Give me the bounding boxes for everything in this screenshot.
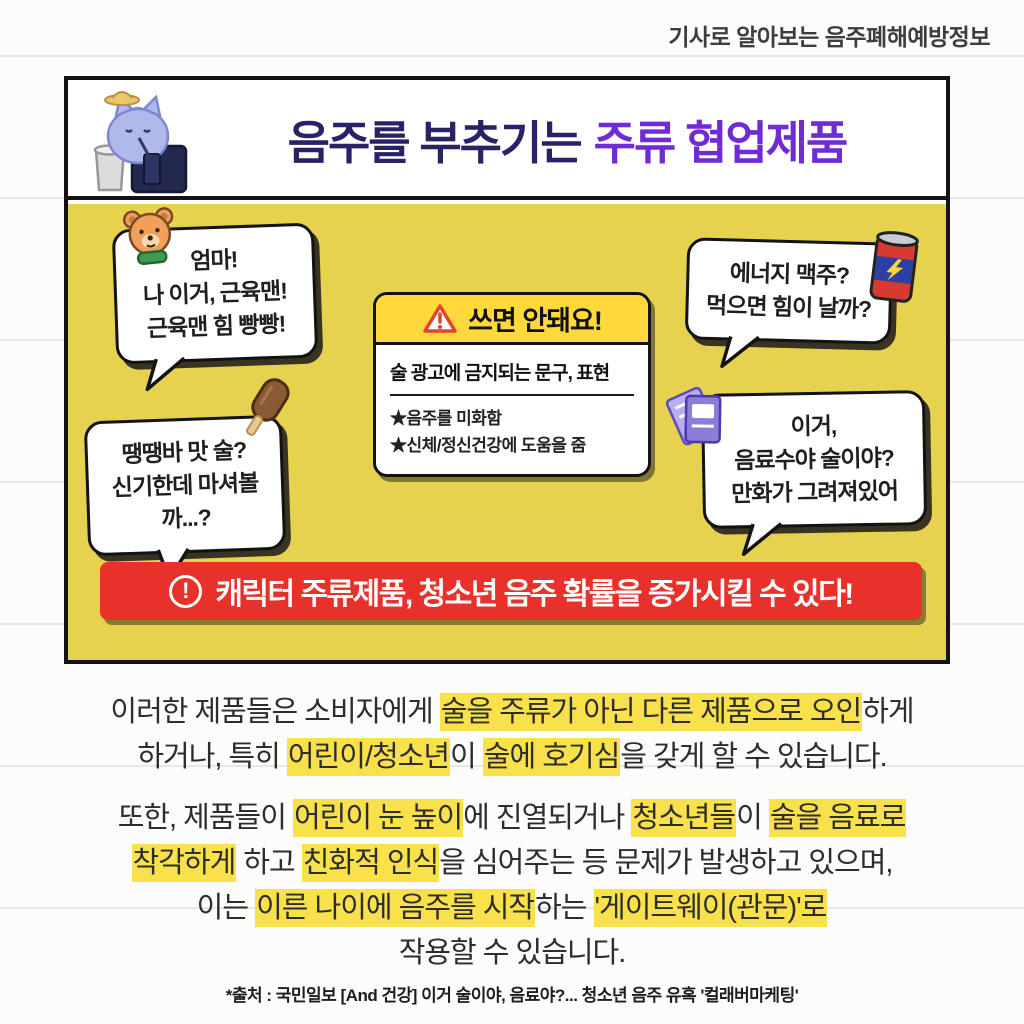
alert-banner: ! 캐릭터 주류제품, 청소년 음주 확률을 증가시킬 수 있다!: [100, 562, 922, 620]
warning-triangle-icon: [423, 303, 457, 333]
warning-box-body: 술 광고에 금지되는 문구, 표현 ★음주를 미화함★신체/정신건강에 도움을 …: [376, 345, 648, 474]
cartoon-cards-icon: [665, 386, 722, 446]
source-note: *출처 : 국민일보 [And 건강] 이거 술이야, 음료야?... 청소년 …: [225, 986, 799, 1005]
speech-bubble-4-text: 이거,음료수야 술이야?만화가 그려져있어: [700, 390, 928, 529]
card-title: 음주를 부추기는 주류 협업제품: [194, 80, 940, 200]
cat-drinking-mascot-icon: [93, 91, 188, 194]
speech-bubble-3: 에너지 맥주?먹으면 힘이 날까?: [684, 237, 894, 369]
card-header: 음주를 부추기는 주류 협업제품: [68, 80, 946, 200]
main-card: 음주를 부추기는 주류 협업제품 엄마!나 이거, 근육맨!근육맨 힘 빵빵! …: [64, 76, 950, 664]
energy-drink-can-icon: [869, 231, 919, 303]
warning-box: 쓰면 안돼요! 술 광고에 금지되는 문구, 표현 ★음주를 미화함★신체/정신…: [373, 292, 651, 477]
popsicle-icon: [245, 378, 290, 436]
top-header-label: 기사로 알아보는 음주폐해예방정보: [668, 24, 990, 50]
speech-bubble-3-text: 에너지 맥주?먹으면 힘이 날까?: [684, 237, 894, 345]
exclamation-circle-icon: !: [169, 574, 203, 608]
warning-box-items: ★음주를 미화함★신체/정신건강에 도움을 줌: [390, 409, 586, 455]
speech-bubble-1: 엄마!나 이거, 근육맨!근육맨 힘 빵빵!: [111, 222, 319, 392]
speech-bubble-4: 이거,음료수야 술이야?만화가 그려져있어: [700, 390, 928, 556]
warning-box-header: 쓰면 안돼요!: [376, 295, 648, 345]
speech-bubble-tail-icon: [741, 522, 783, 556]
warning-box-title: 쓰면 안돼요!: [468, 306, 603, 336]
title-part-1: 음주를 부추기는: [287, 117, 583, 169]
title-part-2: 주류 협업제품: [593, 117, 849, 169]
speech-bubble-tail-icon: [145, 356, 186, 392]
speech-bubble-tail-icon: [720, 335, 760, 369]
alert-banner-text: 캐릭터 주류제품, 청소년 음주 확률을 증가시킬 수 있다!: [215, 578, 854, 611]
warning-box-subtitle: 술 광고에 금지되는 문구, 표현: [390, 358, 634, 396]
bear-face-icon: [122, 207, 174, 266]
